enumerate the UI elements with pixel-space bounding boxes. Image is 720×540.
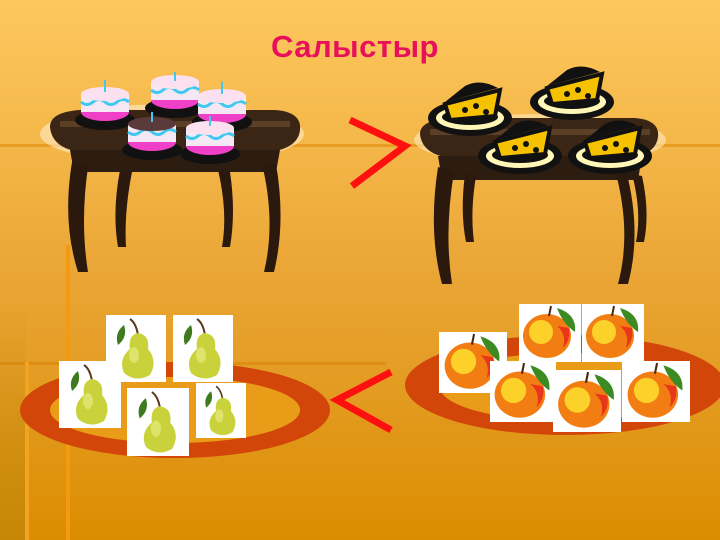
apple-icon (444, 333, 500, 389)
cheese-slice-icon (478, 120, 562, 174)
cheese-slice-icon (530, 66, 614, 120)
apple-icon (627, 362, 683, 418)
table-with-cakes (40, 72, 304, 272)
apple-tile (553, 370, 621, 432)
pear-icon (70, 364, 108, 425)
bg-band-top (0, 144, 720, 147)
slide-title: Салыстыр (270, 28, 439, 64)
apple-tile (582, 304, 644, 362)
apple-tile (519, 304, 581, 362)
birthday-cake-icon (75, 80, 135, 130)
pear-icon (205, 385, 236, 436)
apple-icon (494, 362, 550, 418)
cheese-slice-icon (568, 120, 652, 174)
apple-icon (558, 371, 614, 428)
pear-tile (59, 361, 121, 428)
pear-icon (138, 391, 176, 453)
table-with-cheese (414, 66, 666, 284)
birthday-cake-icon (180, 116, 240, 164)
bg-left-strip (0, 300, 26, 540)
bg-vline-1 (25, 362, 29, 540)
apple-icon (586, 305, 639, 358)
birthday-cake-icon (122, 112, 182, 160)
apple-tile (622, 361, 690, 422)
pear-icon (116, 318, 154, 379)
birthday-cake-icon (145, 72, 205, 118)
less-than-symbol (329, 368, 393, 434)
pear-tile (127, 388, 189, 456)
apple-tile (490, 361, 556, 422)
greater-than-symbol (348, 116, 412, 189)
apple-icon (523, 305, 576, 358)
pear-tile (196, 383, 246, 438)
cheese-slice-icon (428, 82, 512, 136)
pear-icon (183, 318, 221, 379)
pear-tile (173, 315, 233, 382)
